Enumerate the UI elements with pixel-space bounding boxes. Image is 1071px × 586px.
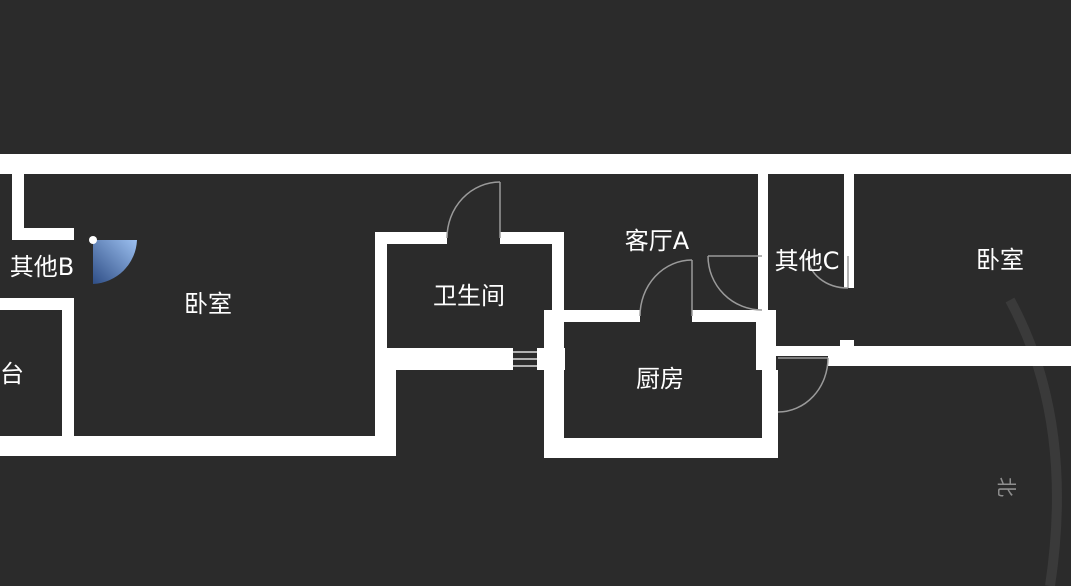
room-label-other-c[interactable]: 其他C (774, 247, 840, 275)
room-label-bathroom[interactable]: 卫生间 (433, 282, 505, 310)
compass-arc (1005, 297, 1062, 586)
room-label-balcony[interactable]: 台 (0, 360, 24, 388)
walls (0, 154, 1071, 458)
north-compass-icon: 北 (994, 477, 1019, 497)
room-label-bedroom-right[interactable]: 卧室 (976, 246, 1024, 274)
camera-viewpoint-icon[interactable] (89, 236, 137, 284)
doors (446, 181, 849, 413)
room-label-living-a[interactable]: 客厅A (624, 227, 690, 255)
room-label-bedroom-left[interactable]: 卧室 (184, 290, 232, 318)
room-label-other-b[interactable]: 其他B (9, 253, 75, 281)
room-label-kitchen[interactable]: 厨房 (636, 365, 684, 393)
